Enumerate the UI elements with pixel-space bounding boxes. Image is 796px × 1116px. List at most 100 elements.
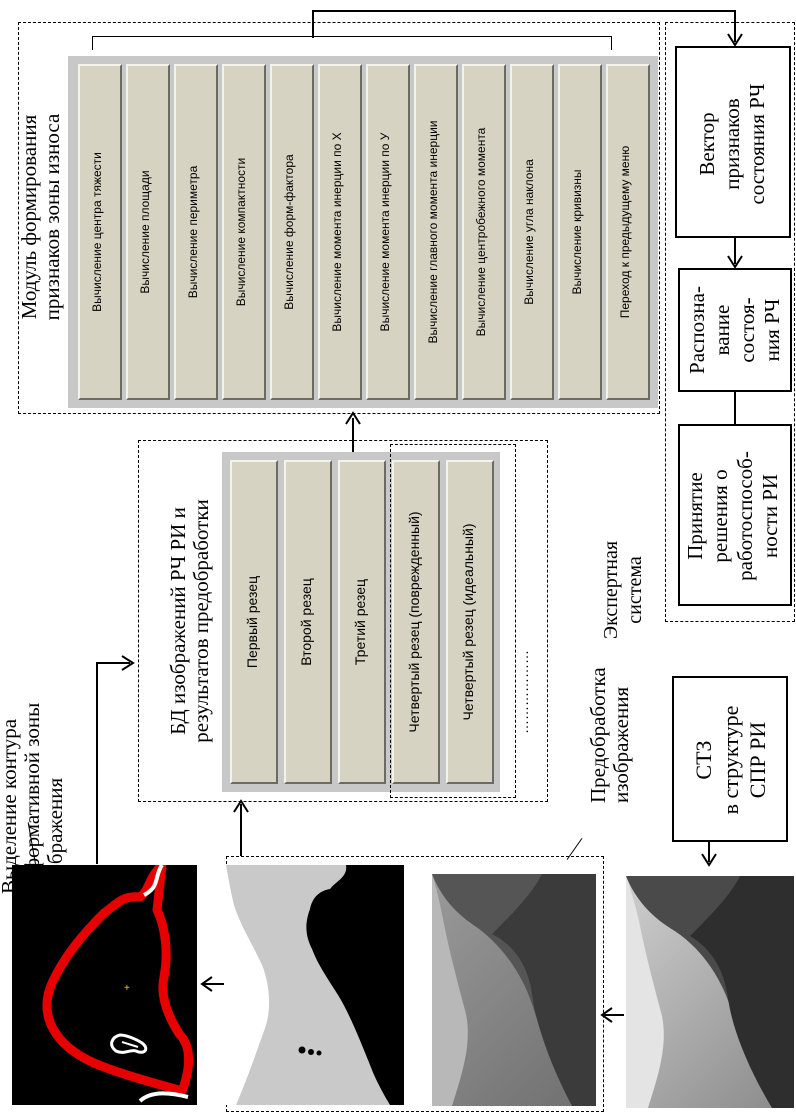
- state-recognition-line2: вание: [710, 304, 734, 356]
- feature-button-label: Вычисление центра тяжести: [90, 152, 104, 312]
- feature-button-label: Вычисление компактности: [234, 157, 248, 307]
- feature-button-label: Вычисление форм-фактора: [282, 154, 296, 310]
- state-recognition-line4: ния РЧ: [760, 298, 784, 362]
- feature-button-2[interactable]: Вычисление площади: [126, 64, 170, 400]
- binary-image: [226, 865, 404, 1105]
- arrow-into-vector: [727, 33, 743, 47]
- cutter-button-label: Третий резец: [352, 578, 368, 666]
- decision-line4: ности РИ: [758, 473, 782, 559]
- preprocess-label-line1: Предобработка: [586, 667, 610, 803]
- feature-module-title: Модуль формирования признаков зоны износ…: [17, 102, 68, 332]
- feature-button-11[interactable]: Вычисление кривизны: [558, 64, 602, 400]
- feature-button-label: Вычисление момента инерции по Х: [330, 132, 344, 332]
- cts-line2: в структуре: [718, 705, 743, 815]
- arrow-into-db-bottom: [233, 799, 249, 813]
- cutter-button-4[interactable]: Четвертый резец (поврежденный): [392, 460, 440, 784]
- decision-line3: работоспособ-: [733, 451, 757, 581]
- cutter-button-3[interactable]: Третий резец: [338, 460, 386, 784]
- original-image: [626, 876, 794, 1108]
- arrow-into-module: [345, 411, 361, 425]
- connector-contour-up: [96, 662, 98, 864]
- feature-button-6[interactable]: Вычисление момента инерции по Х: [318, 64, 362, 400]
- feature-vector-text: Вектор признаков состояния РЧ: [695, 50, 771, 238]
- feature-button-label: Вычисление площади: [138, 170, 152, 294]
- bracket-left-tick: [92, 36, 93, 50]
- contour-image: +: [12, 865, 197, 1105]
- contour-label: Выделение контура информативной зоны изо…: [0, 630, 70, 894]
- connector-up: [312, 10, 314, 38]
- state-recognition-line1: Распозна-: [685, 286, 709, 374]
- decision-text: Принятие решения о работоспособ- ности Р…: [683, 425, 787, 607]
- feature-module-title-line2: признаков зоны износа: [40, 113, 64, 321]
- bracket-top-line: [92, 36, 612, 37]
- arrow-into-db: [121, 655, 135, 671]
- decision-line1: Принятие: [683, 472, 707, 560]
- feature-button-5[interactable]: Вычисление форм-фактора: [270, 64, 314, 400]
- feature-button-9[interactable]: Вычисление центробежного момента: [462, 64, 506, 400]
- database-ellipsis-text: ………………: [515, 650, 531, 734]
- connector-vector-recognition: [734, 238, 736, 264]
- contour-label-line1: Выделение контура: [0, 718, 21, 894]
- feature-button-label: Вычисление угла наклона: [522, 159, 536, 305]
- expert-system-label-line2: система: [624, 556, 646, 624]
- feature-menu-panel: Вычисление центра тяжести Вычисление площ…: [68, 56, 658, 408]
- cutter-button-2[interactable]: Второй резец: [284, 460, 332, 784]
- connector-preprocess-db: [240, 804, 242, 856]
- cutter-button-label: Второй резец: [298, 578, 314, 666]
- database-title: БД изображений РЧ РИ и результатов предо…: [166, 476, 217, 766]
- feature-button-3[interactable]: Вычисление периметра: [174, 64, 218, 400]
- decision-box: Принятие решения о работоспособ- ности Р…: [678, 424, 792, 606]
- database-frame: [138, 440, 548, 802]
- feature-vector-line1: Вектор: [695, 112, 719, 176]
- expert-system-frame: [665, 22, 795, 622]
- connector-db-module: [352, 418, 354, 452]
- connector-down: [734, 10, 736, 42]
- feature-vector-line2: признаков: [720, 98, 744, 190]
- feature-button-label: Вычисление центробежного момента: [474, 127, 488, 337]
- expert-system-label-line1: Экспертная: [600, 540, 622, 640]
- connector-top: [312, 10, 736, 12]
- feature-module-title-line1: Модуль формирования: [17, 114, 41, 320]
- cutter-button-1[interactable]: Первый резец: [230, 460, 278, 784]
- arrow-into-recognition: [727, 255, 743, 269]
- feature-module-frame: [18, 22, 660, 414]
- connector-recognition-decision: [734, 392, 736, 424]
- cts-line1: СТЗ: [691, 740, 716, 780]
- feature-button-10[interactable]: Вычисление угла наклона: [510, 64, 554, 400]
- state-recognition-line3: состоя-: [735, 297, 759, 363]
- expert-system-label: Экспертная система: [599, 530, 649, 650]
- feature-button-12[interactable]: Переход к предыдущему меню: [606, 64, 650, 400]
- connector-contour-right: [96, 662, 130, 664]
- feature-button-4[interactable]: Вычисление компактности: [222, 64, 266, 400]
- state-recognition-text: Распозна- вание состоя- ния РЧ: [685, 269, 785, 391]
- feature-button-8[interactable]: Вычисление главного момента инерции: [414, 64, 458, 400]
- feature-vector-box: Вектор признаков состояния РЧ: [675, 46, 791, 238]
- decision-line2: решения о: [708, 469, 732, 563]
- feature-vector-line3: состояния РЧ: [745, 83, 769, 205]
- connector-cts-photo: [708, 842, 710, 862]
- arrow-into-photo: [701, 853, 717, 867]
- contour-label-line3: изображения: [43, 777, 67, 894]
- arrow-original-to-gray: [600, 1007, 624, 1023]
- feature-button-label: Вычисление кривизны: [570, 169, 584, 295]
- database-ellipsis: ………………: [515, 637, 535, 747]
- feature-button-label: Вычисление момента инерции по У: [378, 132, 392, 332]
- cts-line3: СПР РИ: [745, 721, 770, 799]
- svg-text:+: +: [124, 983, 130, 994]
- database-title-line2: результатов предобработки: [189, 499, 213, 743]
- feature-button-1[interactable]: Вычисление центра тяжести: [78, 64, 122, 400]
- fourth-cutter-group: [390, 444, 516, 798]
- cts-box: СТЗ в структуре СПР РИ: [672, 676, 788, 842]
- grayscale-image: [432, 874, 596, 1106]
- arrow-binary-to-contour: [200, 976, 224, 992]
- feature-button-7[interactable]: Вычисление момента инерции по У: [366, 64, 410, 400]
- database-menu-panel: Первый резец Второй резец Третий резец Четв…: [222, 452, 500, 792]
- cutter-button-5[interactable]: Четвертый резец (идеальный): [446, 460, 494, 784]
- bracket-right-tick: [611, 36, 612, 50]
- cutter-button-label: Первый резец: [244, 575, 260, 669]
- database-title-line1: БД изображений РЧ РИ и: [166, 507, 190, 735]
- preprocess-label: Предобработка изображения: [586, 653, 635, 803]
- feature-button-label: Переход к предыдущему меню: [618, 145, 632, 319]
- feature-button-label: Вычисление главного момента инерции: [426, 120, 440, 344]
- cts-text: СТЗ в структуре СПР РИ: [690, 676, 770, 844]
